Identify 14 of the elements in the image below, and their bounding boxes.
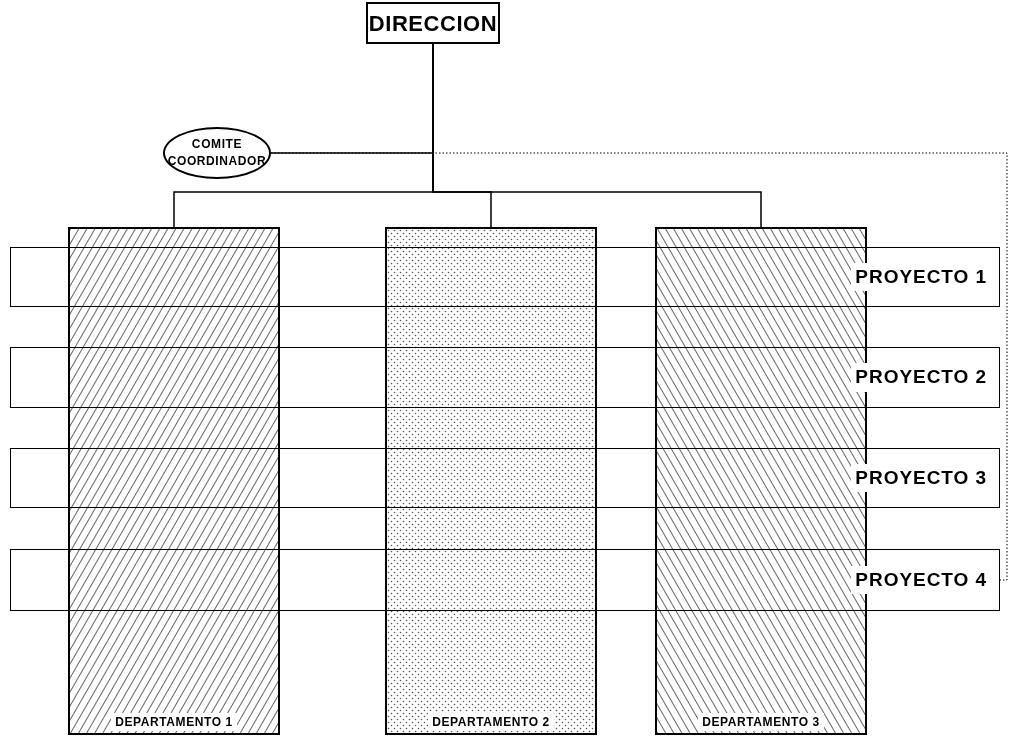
ellipse-label: COMITE COORDINADOR [167,136,267,170]
project-band [10,549,1000,611]
connector-line [270,43,434,154]
project-band [10,247,1000,307]
department-label: DEPARTAMENTO 1 [111,713,237,731]
project-band [10,448,1000,508]
department-label: DEPARTAMENTO 2 [428,713,554,731]
direction-box [366,2,500,44]
dotted-connector [270,152,1008,581]
box-title: DIRECCION [368,9,498,38]
department-label: DEPARTAMENTO 3 [698,713,824,731]
project-band [10,347,1000,408]
department-column [385,227,597,735]
department-column [68,227,280,735]
